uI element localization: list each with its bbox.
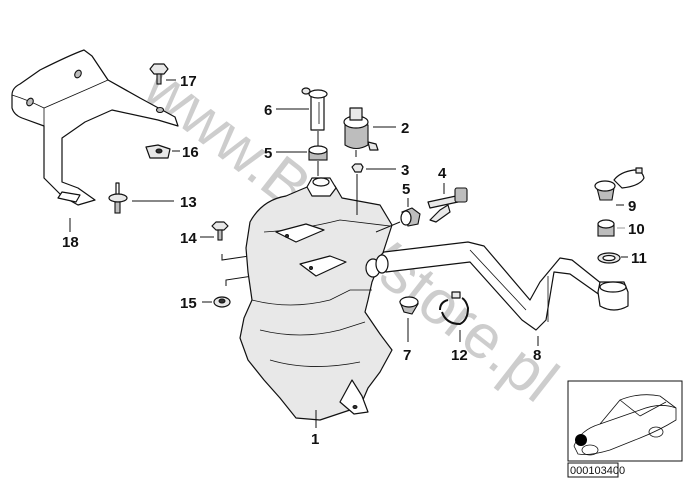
rubber-grommet-side[interactable] bbox=[400, 207, 421, 227]
callout-10: 10 bbox=[628, 221, 645, 238]
location-marker bbox=[575, 434, 587, 446]
callout-13: 13 bbox=[180, 194, 197, 211]
level-sender-tube[interactable] bbox=[301, 87, 328, 131]
callout-6: 6 bbox=[264, 102, 272, 119]
washer-pump[interactable] bbox=[343, 107, 379, 157]
filler-pipe[interactable] bbox=[375, 241, 629, 331]
callout-18: 18 bbox=[62, 234, 79, 251]
sealing-ring[interactable] bbox=[597, 252, 621, 264]
callout-15: 15 bbox=[180, 295, 197, 312]
callout-17: 17 bbox=[180, 73, 197, 90]
callout-7: 7 bbox=[403, 347, 411, 364]
filler-cap-with-strainer[interactable] bbox=[594, 167, 645, 201]
callout-16: 16 bbox=[182, 144, 199, 161]
callout-3: 3 bbox=[401, 162, 409, 179]
grommet-7[interactable] bbox=[399, 296, 419, 315]
callout-5-upper: 5 bbox=[264, 145, 272, 162]
callout-8: 8 bbox=[533, 347, 541, 364]
callout-5-side: 5 bbox=[402, 181, 410, 198]
callout-12: 12 bbox=[451, 347, 468, 364]
callout-11: 11 bbox=[631, 250, 647, 267]
hex-bolt-14[interactable] bbox=[211, 221, 229, 241]
washer-fluid-reservoir[interactable] bbox=[239, 177, 393, 421]
callout-4: 4 bbox=[438, 165, 447, 182]
callout-1: 1 bbox=[311, 431, 319, 448]
filter-insert[interactable] bbox=[597, 219, 615, 237]
stud-bolt-13[interactable] bbox=[108, 182, 128, 214]
rubber-grommet-upper[interactable] bbox=[308, 145, 328, 161]
retaining-clip[interactable] bbox=[439, 291, 470, 326]
clip-nut-16[interactable] bbox=[145, 144, 171, 159]
callout-2: 2 bbox=[401, 120, 409, 137]
hex-screw-17[interactable] bbox=[149, 63, 169, 85]
reference-number: 000103400 bbox=[570, 465, 625, 477]
hex-nut-15[interactable] bbox=[213, 296, 231, 308]
holder-bracket[interactable] bbox=[11, 49, 179, 206]
reference-car-thumbnail bbox=[567, 380, 683, 462]
callout-14: 14 bbox=[180, 230, 197, 247]
pump-grommet[interactable] bbox=[351, 163, 364, 173]
level-sensor[interactable] bbox=[427, 187, 468, 223]
callout-9: 9 bbox=[628, 198, 636, 215]
